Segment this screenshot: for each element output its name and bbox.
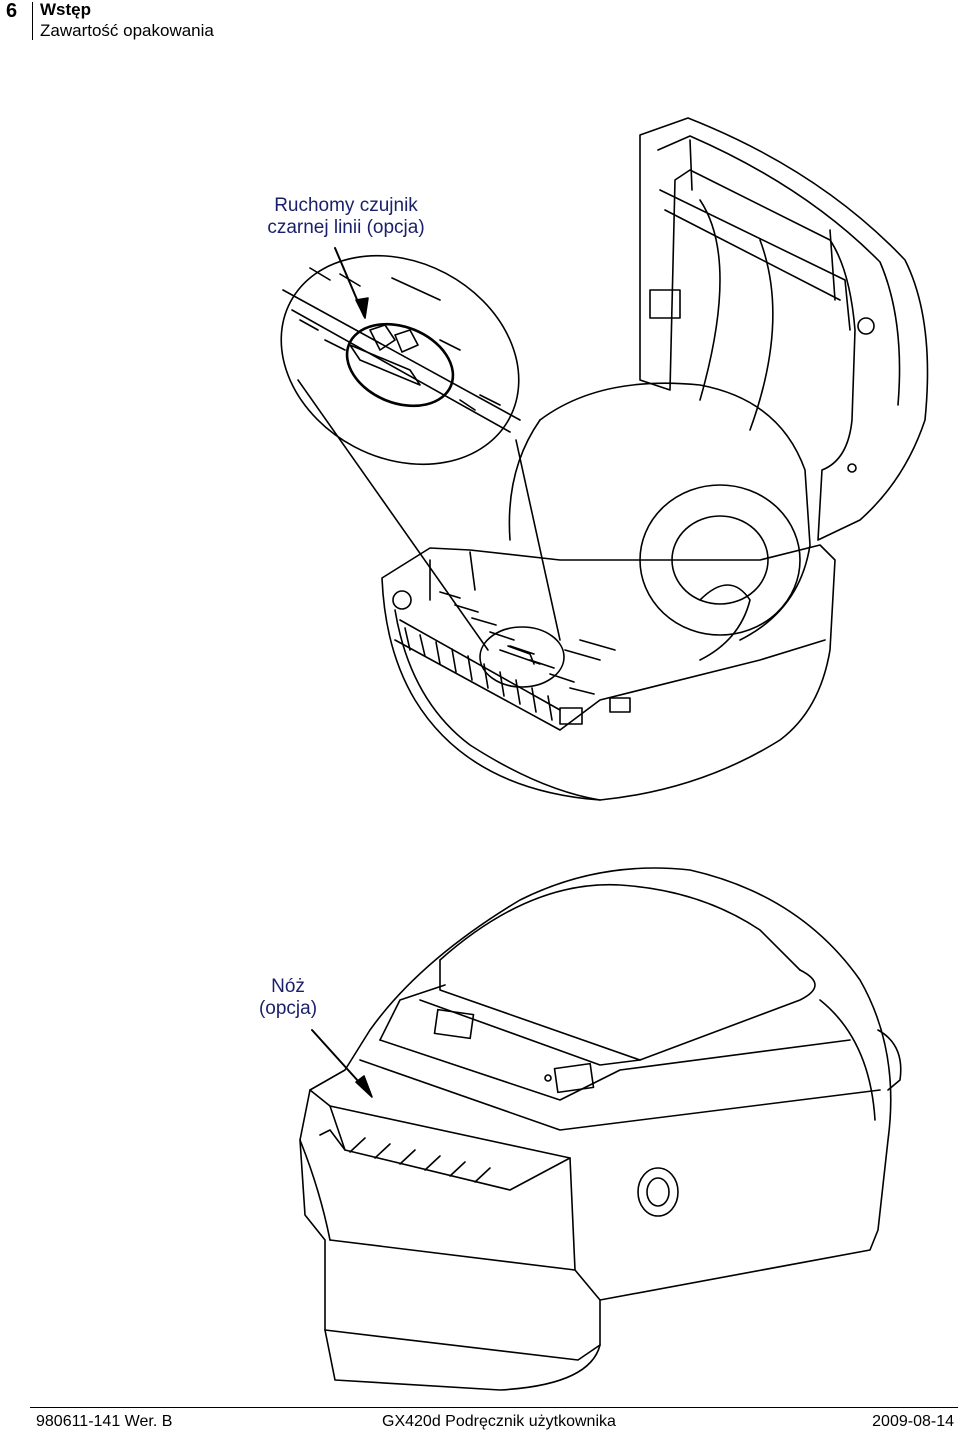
section-title: Zawartość opakowania	[40, 21, 214, 40]
callout-black-line-sensor: Ruchomy czujnik czarnej linii (opcja)	[236, 195, 456, 239]
page-number: 6	[6, 0, 18, 22]
callout-sensor-line1: Ruchomy czujnik	[274, 195, 418, 216]
open-printer-illustration	[280, 117, 929, 801]
footer-document-number: 980611-141 Wer. B	[36, 1413, 173, 1430]
callout-cutter-line2: (opcja)	[258, 998, 318, 1019]
closed-printer-illustration	[299, 867, 902, 1391]
callout-cutter-line1: Nóż	[271, 976, 305, 997]
header-divider	[32, 2, 33, 40]
callout-cutter: Nóż (opcja)	[228, 976, 348, 1020]
chapter-title: Wstęp	[40, 0, 91, 19]
footer-divider	[30, 1407, 958, 1408]
footer-manual-title: GX420d Podręcznik użytkownika	[382, 1413, 616, 1430]
footer-date: 2009-08-14	[872, 1413, 954, 1430]
callout-sensor-line2: czarnej linii (opcja)	[267, 217, 425, 238]
